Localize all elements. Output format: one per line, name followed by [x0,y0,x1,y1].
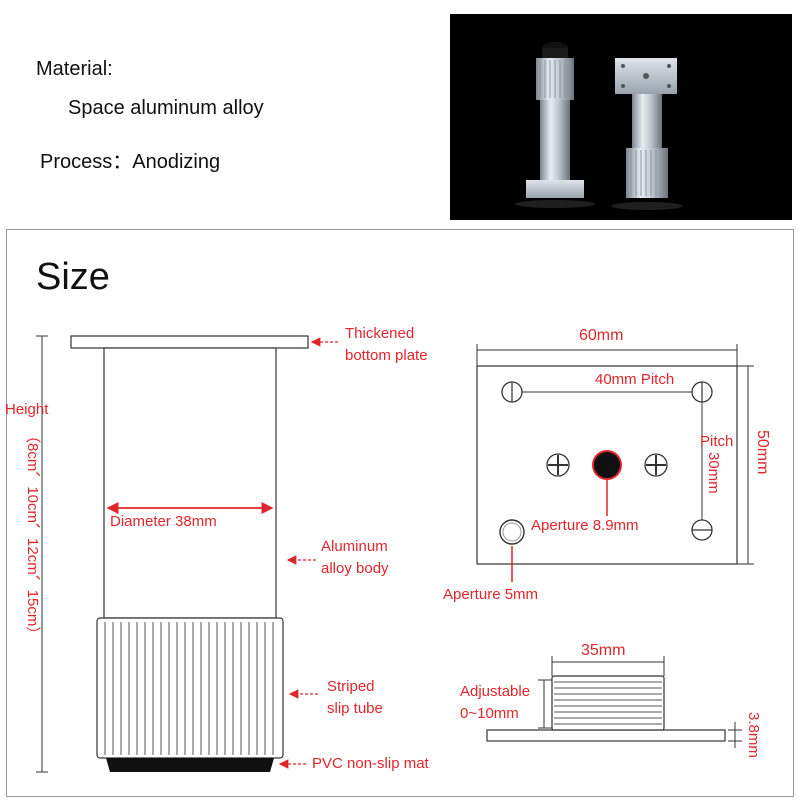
adjustable-label-line2: 0~10mm [460,705,519,722]
center-aperture-label: Aperture 8.9mm [531,517,639,534]
leg-pvc-mat [106,758,274,772]
leg-body [103,347,277,619]
tube-stripes [104,622,274,755]
plate-label-line2: bottom plate [345,347,428,364]
pitch-vertical-label: Pitch [700,433,734,450]
body-label-line2: alloy body [321,560,389,577]
side-view-threaded-tube [551,675,665,731]
height-values: （8cm、10cm、12cm、15cm） [24,428,41,642]
process-text: Process：Anodizing [40,151,221,173]
leg-striped-tube [96,617,284,759]
size-frame [6,229,794,797]
height-label: Height [5,401,49,418]
tube-label-line2: slip tube [327,700,383,717]
corner-aperture-label: Aperture 5mm [443,586,539,603]
material-value: Space aluminum alloy [68,97,264,119]
plate-width-label: 60mm [579,327,624,344]
adjustable-label-line1: Adjustable [460,683,531,700]
pitch-vertical-value: 30mm [705,452,722,494]
product-photo-drawing [515,42,683,210]
side-width-label: 35mm [581,642,626,659]
diameter-label: Diameter 38mm [110,513,217,530]
plate-label-line1: Thickened [345,325,415,342]
plate-height-label: 50mm [754,430,771,475]
plate-thickness-label: 3.8mm [745,712,762,758]
body-label-line1: Aluminum [321,538,388,555]
tube-label-line1: Striped [327,678,375,695]
side-view-plate [486,729,726,742]
mat-label: PVC non-slip mat [312,755,429,772]
product-photo [450,14,792,220]
center-aperture [592,450,622,480]
pitch-horizontal-label: 40mm Pitch [595,371,675,388]
material-label: Material: [36,58,113,80]
leg-top-plate [70,335,309,349]
size-title: Size [36,256,110,298]
